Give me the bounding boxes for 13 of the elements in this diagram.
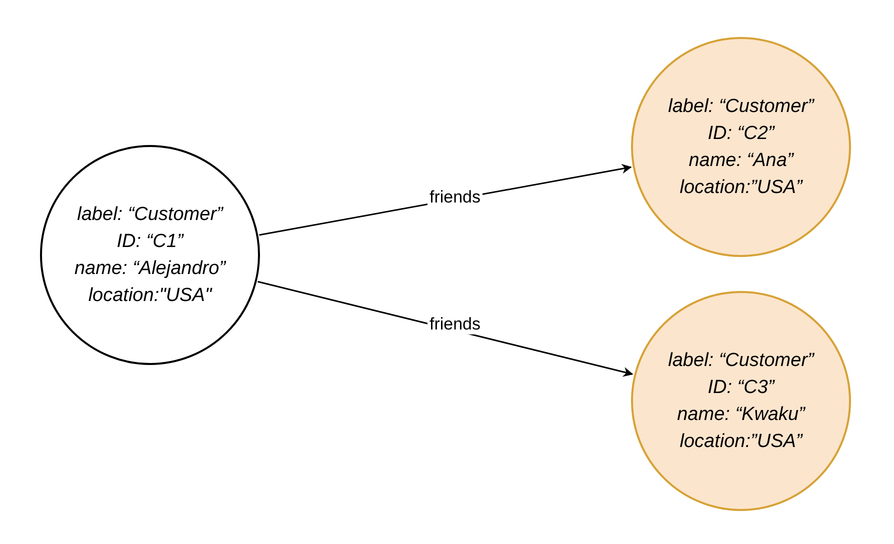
property-text: name: “Alejandro” (74, 257, 226, 281)
property-text: name: “Kwaku” (677, 403, 805, 427)
property-text: label: “Customer” (668, 95, 814, 119)
property-text: location:"USA" (88, 284, 212, 308)
arrow (258, 280, 634, 377)
property-text: ID: “C1” (116, 230, 184, 254)
property-text: label: “Customer” (77, 203, 223, 227)
property-text: location:”USA” (680, 430, 802, 454)
property-text: ID: “C2” (708, 122, 774, 146)
property-text: location:”USA” (680, 176, 802, 200)
property-text: label: “Customer” (668, 349, 814, 373)
property-text: ID: “C3” (708, 376, 774, 400)
property-text: name: “Ana” (688, 149, 794, 173)
